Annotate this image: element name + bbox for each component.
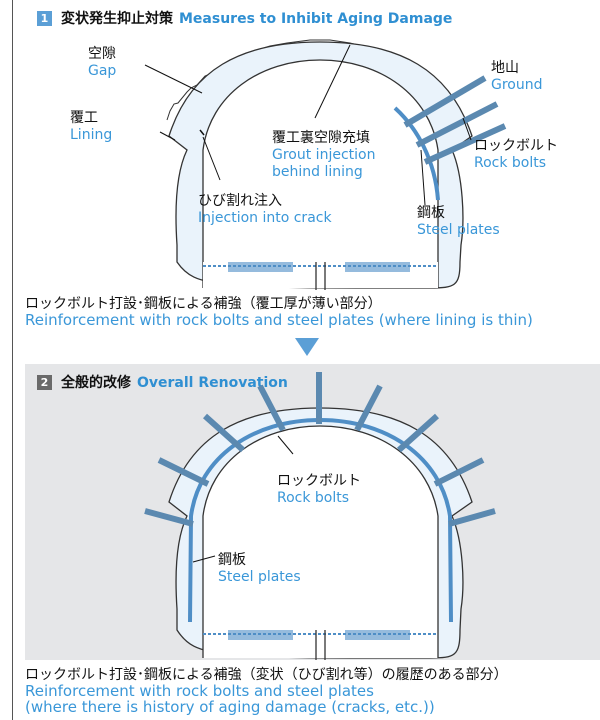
caption-2-jp: ロックボルト打設･鋼板による補強（変状（ひび割れ等）の履歴のある部分） xyxy=(25,667,508,683)
rock-bolt xyxy=(423,123,507,165)
section-1-title-jp: 変状発生抑止対策 xyxy=(61,11,173,27)
leader-gap xyxy=(144,64,203,94)
caption-1-en: Reinforcement with rock bolts and steel … xyxy=(25,311,533,329)
leader-steel xyxy=(420,149,426,206)
rock-bolt xyxy=(396,413,440,453)
rock-bolt xyxy=(202,413,246,453)
rock-bolt xyxy=(403,75,487,128)
tunnel-opening-2 xyxy=(202,425,439,658)
rock-bolt xyxy=(415,101,499,148)
section-1-number-badge: 1 xyxy=(37,11,52,26)
tunnel-diagram-2 xyxy=(144,372,496,660)
caption-2: ロックボルト打設･鋼板による補強（変状（ひび割れ等）の履歴のある部分） Rein… xyxy=(25,667,508,715)
leader-crack xyxy=(202,136,221,181)
rock-bolt xyxy=(144,508,194,527)
tunnel-diagram-1 xyxy=(144,39,507,290)
rock-bolt xyxy=(157,457,210,487)
rock-bolt xyxy=(433,457,485,487)
section-2-number-badge: 2 xyxy=(37,375,52,390)
caption-1-jp: ロックボルト打設･鋼板による補強（覆工厚が薄い部分） xyxy=(25,296,382,312)
leader-lining xyxy=(159,131,176,141)
leader-grout xyxy=(314,44,351,119)
section-2-title-en: Overall Renovation xyxy=(137,375,288,391)
leader-steel-2 xyxy=(192,555,216,563)
drain-right-2 xyxy=(345,630,410,640)
caption-2-en-line1: Reinforcement with rock bolts and steel … xyxy=(25,682,374,700)
drain-right-1 xyxy=(345,262,410,272)
rock-bolt xyxy=(257,384,286,432)
leader-rockbolts xyxy=(462,117,472,141)
section-2-title-jp: 全般的改修 xyxy=(61,375,131,391)
section-2-heading: 2 全般的改修 Overall Renovation xyxy=(37,372,288,392)
drain-left-2 xyxy=(228,630,293,640)
section-1-panel: 1 変状発生抑止対策 Measures to Inhibit Aging Damag… xyxy=(25,0,600,291)
drain-left-1 xyxy=(228,262,293,272)
section-1-heading: 1 変状発生抑止対策 Measures to Inhibit Aging Damag… xyxy=(37,8,452,28)
caption-2-en-line2: (where there is history of aging damage … xyxy=(25,698,435,716)
left-frame-line xyxy=(12,0,13,720)
rock-bolt xyxy=(448,508,496,527)
steel-plate-right xyxy=(393,106,440,201)
leader-rockbolts-2 xyxy=(277,435,294,455)
caption-1: ロックボルト打設･鋼板による補強（覆工厚が薄い部分） Reinforcement… xyxy=(25,296,533,328)
down-arrow-icon xyxy=(295,338,319,356)
crack-mark xyxy=(199,129,205,136)
rock-bolt xyxy=(354,384,383,432)
section-1-title-en: Measures to Inhibit Aging Damage xyxy=(179,11,453,27)
